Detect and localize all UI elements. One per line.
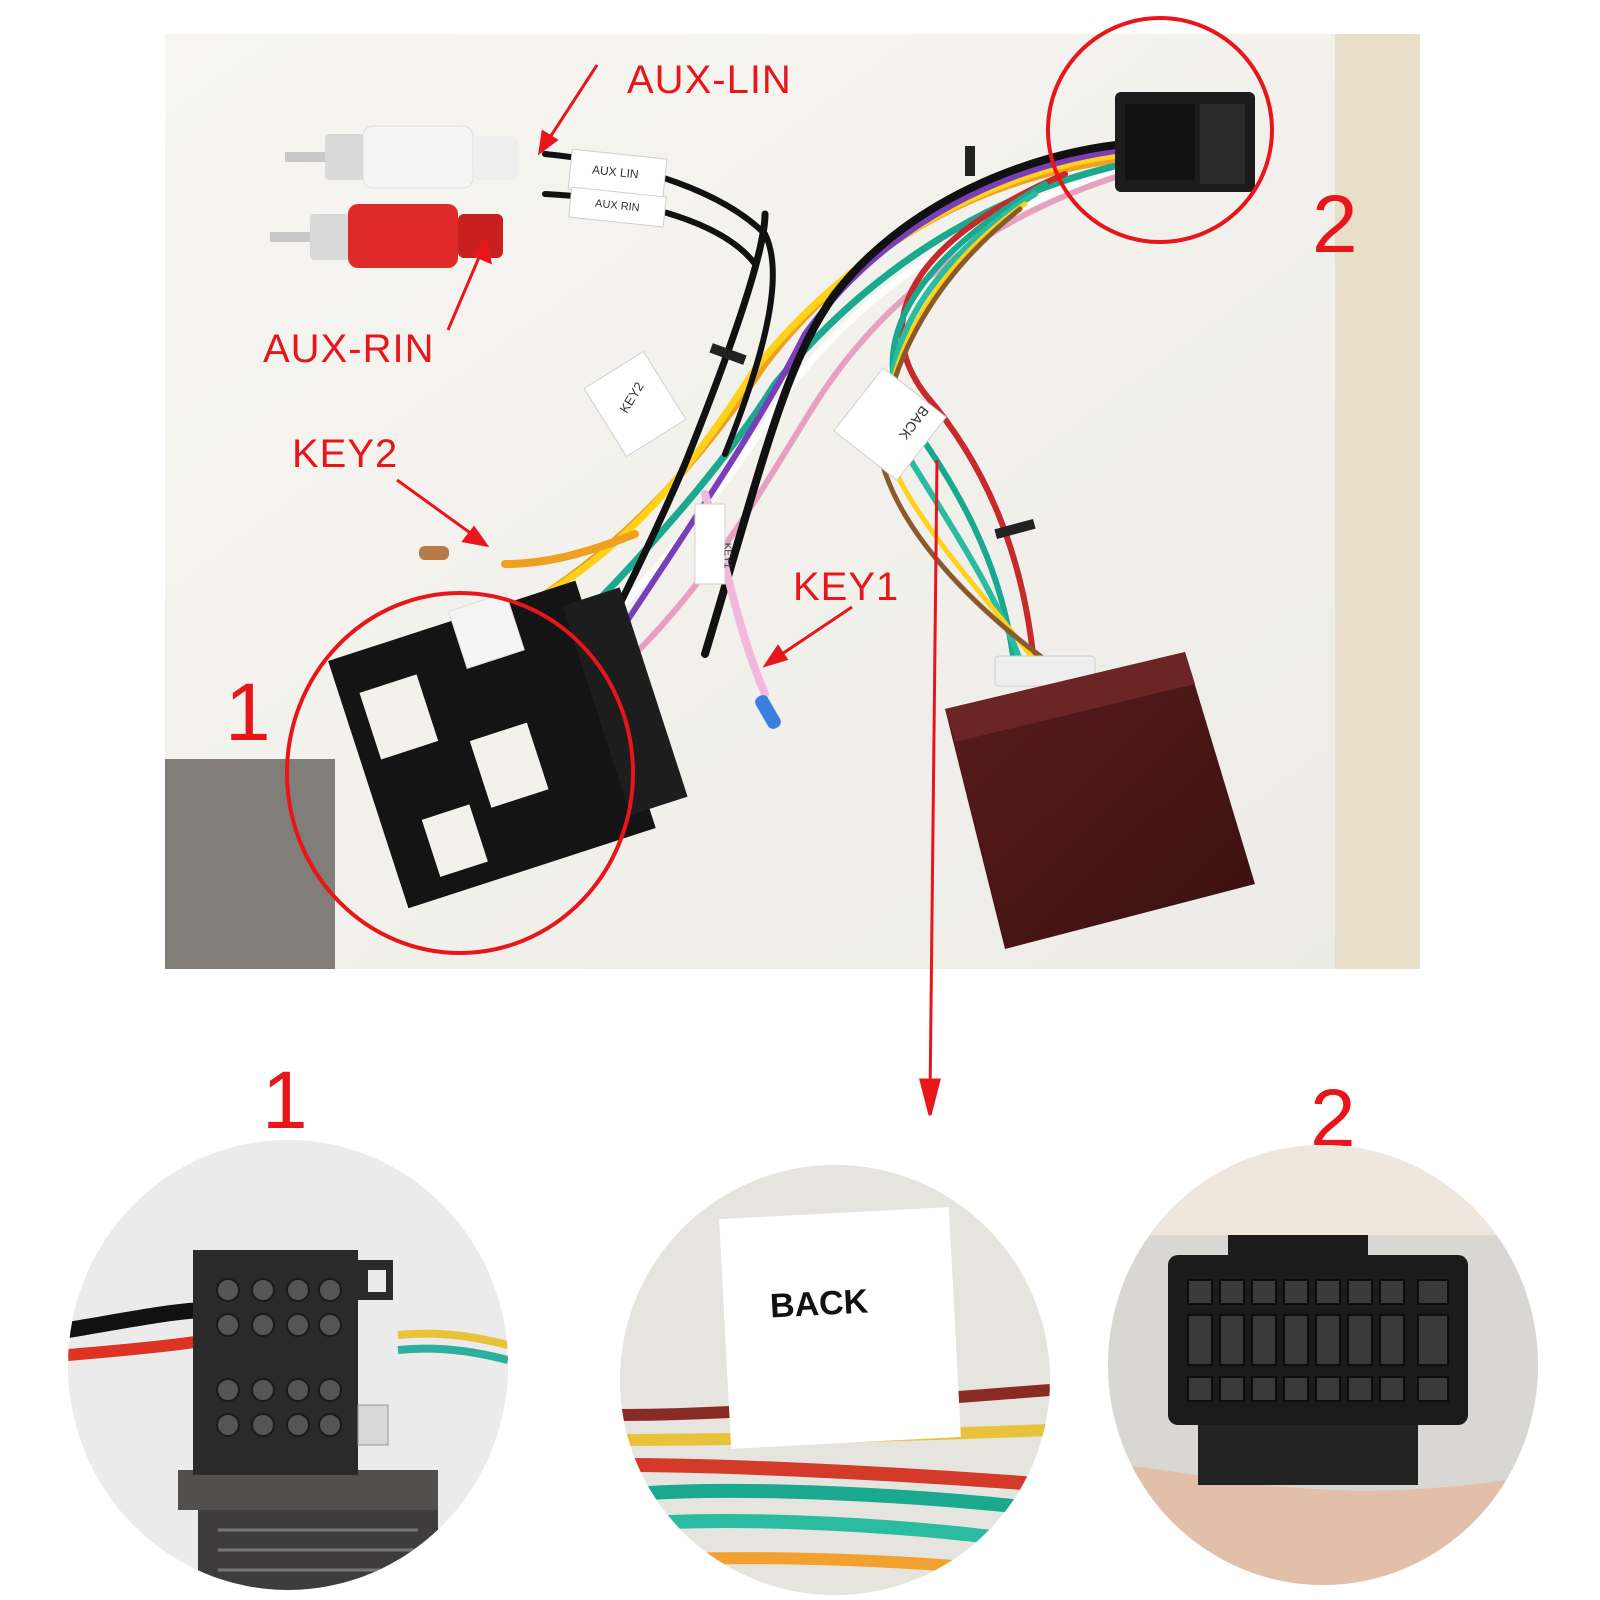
detail-connector-1 — [68, 1140, 508, 1590]
tag-text-key1: KEY1 — [721, 542, 733, 569]
label-aux-rin: AUX-RIN — [263, 327, 435, 371]
detail-back-tag: BACK — [620, 1165, 1050, 1595]
label-aux-lin: AUX-LIN — [627, 58, 792, 102]
label-connector-1: 1 — [225, 667, 271, 758]
rca-white-plug — [285, 125, 518, 189]
label-key1: KEY1 — [793, 565, 900, 609]
detail-connector-2 — [1108, 1145, 1538, 1585]
rca-red-plug — [270, 204, 503, 268]
control-module — [945, 652, 1255, 949]
tag-key2 — [583, 350, 687, 458]
connector-2-photo — [1115, 92, 1255, 192]
tag-key1 — [694, 503, 726, 585]
label-key2: KEY2 — [292, 432, 399, 476]
tag-back — [833, 367, 947, 481]
back-label-text: BACK — [769, 1282, 870, 1326]
back-label-tag — [719, 1207, 961, 1449]
label-connector-2: 2 — [1312, 179, 1358, 270]
harness-photo — [165, 34, 1420, 969]
detail-number-1: 1 — [262, 1055, 308, 1146]
tag-aux-rin — [568, 186, 667, 228]
harness-illustration — [165, 34, 1420, 969]
